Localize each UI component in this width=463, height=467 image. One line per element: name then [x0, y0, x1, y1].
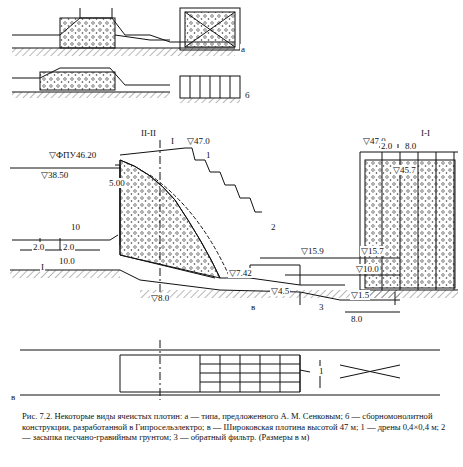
dimension-label: ▽7.42 [228, 268, 253, 278]
dimension-label: ▽47.0 [186, 136, 211, 146]
dimension-label: 2.0 [380, 141, 393, 151]
dimension-label: 5.00 [108, 178, 126, 188]
dimension-label: 1 [318, 366, 325, 376]
dimension-label: I-I [420, 128, 431, 138]
dimension-label: ▽38.50 [40, 170, 69, 180]
dimension-label: 10.0 [58, 256, 76, 266]
dimension-label: в [10, 392, 16, 402]
dimension-label: 1 [205, 150, 212, 160]
dimension-label: 8.0 [350, 314, 363, 324]
dimension-label: 2 [270, 222, 277, 232]
dimension-label: 3 [318, 302, 325, 312]
dimension-label: ▽15.9 [300, 246, 325, 256]
dimension-label: 8.0 [404, 141, 417, 151]
dimension-label: I [40, 262, 45, 272]
dimension-label: ▽45.7 [392, 165, 417, 175]
dimension-label: ▽8.0 [150, 293, 170, 303]
dimension-label: ▽15.7 [360, 246, 385, 256]
dimension-label: в [250, 302, 256, 312]
dimension-label: а [240, 44, 246, 54]
dimension-label: б [244, 90, 251, 100]
dimension-label: ▽4.5 [270, 286, 290, 296]
dimension-label: ▽1.5 [350, 290, 370, 300]
dimension-label: 2.0 [32, 242, 45, 252]
dimension-label: ▽10.0 [355, 264, 380, 274]
dimension-label: II-II [140, 128, 157, 138]
dimension-label: 10 [70, 222, 81, 232]
dimension-label: ▽ФПУ46.20 [48, 150, 97, 160]
dimension-label: I [170, 136, 175, 146]
dimension-label: 2.0 [62, 242, 75, 252]
figure-caption: Рис. 7.2. Некоторые виды ячеистых плотин… [22, 411, 447, 443]
